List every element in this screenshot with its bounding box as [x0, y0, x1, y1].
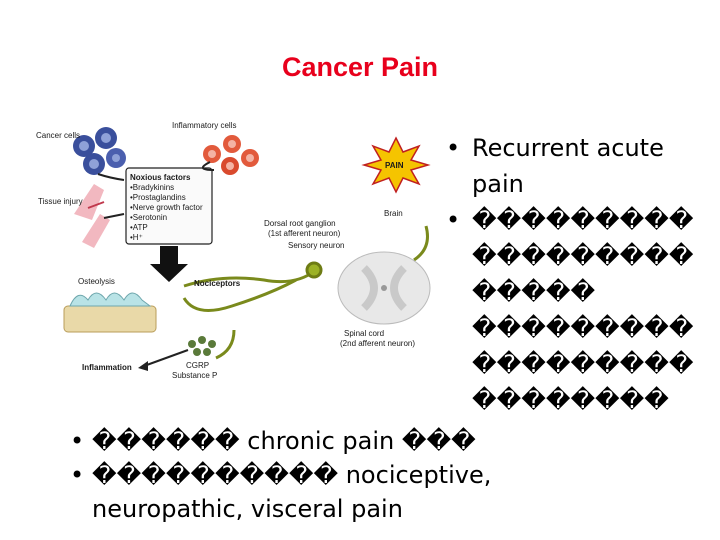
label-cancer-cells: Cancer cells: [36, 131, 80, 140]
label-inflammatory-cells: Inflammatory cells: [172, 121, 236, 130]
bullet-text: ���������: [472, 206, 694, 234]
bottom-bullet-list: •������ chronic pain ��� •���������� noc…: [70, 424, 710, 526]
label-spinal-sub: (2nd afferent neuron): [340, 339, 415, 348]
inflammation-arrow: [143, 349, 189, 367]
label-cgrp: CGRP: [186, 361, 209, 370]
bullet-continuation: ���������: [472, 242, 694, 270]
down-arrow-icon: [150, 246, 188, 282]
factor-hplus: •H⁺: [130, 233, 143, 242]
arrowhead-icon: [138, 361, 148, 371]
label-osteolysis: Osteolysis: [78, 277, 115, 286]
bullet-chronic-pain: •������ chronic pain ���: [70, 424, 710, 458]
label-pain: PAIN: [385, 161, 404, 170]
inflammatory-cells-illustration: [203, 135, 259, 175]
bullet-marker: •: [446, 134, 461, 162]
bullet-text: Recurrent acute: [472, 134, 664, 162]
pain-burst-icon: [361, 136, 431, 194]
diagram-svg: Cancer cells Inflammatory cells Tissue i…: [36, 121, 431, 380]
label-spinal-cord: Spinal cord: [344, 329, 384, 338]
factor-serotonin: •Serotonin: [130, 213, 167, 222]
spinal-cord-illustration: [337, 251, 431, 325]
arrows-to-box: [97, 161, 215, 219]
label-substance-p: Substance P: [172, 371, 217, 380]
cgrp-vesicles: [188, 336, 216, 356]
bullet-continuation: pain: [472, 170, 524, 198]
bullet-text: ���������� nociceptive,: [92, 461, 492, 489]
cancer-pain-diagram: Cancer cells Inflammatory cells Tissue i…: [34, 118, 444, 390]
efferent-fiber: [215, 329, 236, 360]
bullet-continuation: neuropathic, visceral pain: [92, 495, 403, 523]
tissue-injury-illustration: [74, 184, 110, 248]
right-bullet-list: •Recurrent acute pain •��������� �������…: [446, 130, 718, 418]
bullet-continuation: ��������: [472, 386, 669, 414]
label-drg: Dorsal root ganglion: [264, 219, 336, 228]
bullet-continuation: �����: [472, 278, 596, 306]
nerve-fibers: [182, 261, 323, 312]
bullet-text: ������ chronic pain ���: [92, 427, 476, 455]
noxious-factors-box: [125, 167, 213, 245]
factor-ngf: •Nerve growth factor: [130, 203, 203, 212]
bullet-pain-types: •���������� nociceptive,: [70, 458, 710, 492]
label-inflammation: Inflammation: [82, 363, 132, 372]
bullet-recurrent-acute: • Recurrent acute: [446, 130, 718, 166]
label-brain: Brain: [384, 209, 403, 218]
factor-bradykinins: •Bradykinins: [130, 183, 174, 192]
slide-title: Cancer Pain: [281, 52, 439, 82]
label-sensory-neuron: Sensory neuron: [288, 241, 344, 250]
factor-atp: •ATP: [130, 223, 148, 232]
label-drg-sub: (1st afferent neuron): [268, 229, 341, 238]
bullet-continuation: ���������: [472, 350, 694, 378]
bullet-marker: •: [446, 206, 461, 234]
bullet-marker: •: [70, 427, 85, 455]
factor-prostaglandins: •Prostaglandins: [130, 193, 186, 202]
osteolysis-illustration: [63, 292, 157, 333]
label-tissue-injury: Tissue injury: [38, 197, 83, 206]
noxious-title: Noxious factors: [130, 173, 191, 182]
bullet-marker: •: [70, 461, 85, 489]
bullet-continuation: ���������: [472, 314, 694, 342]
cancer-cells-illustration: [73, 127, 126, 175]
bullet-unrendered: • ���������: [446, 202, 718, 238]
label-nociceptors: Nociceptors: [194, 279, 241, 288]
ascending-tract: [413, 225, 429, 262]
